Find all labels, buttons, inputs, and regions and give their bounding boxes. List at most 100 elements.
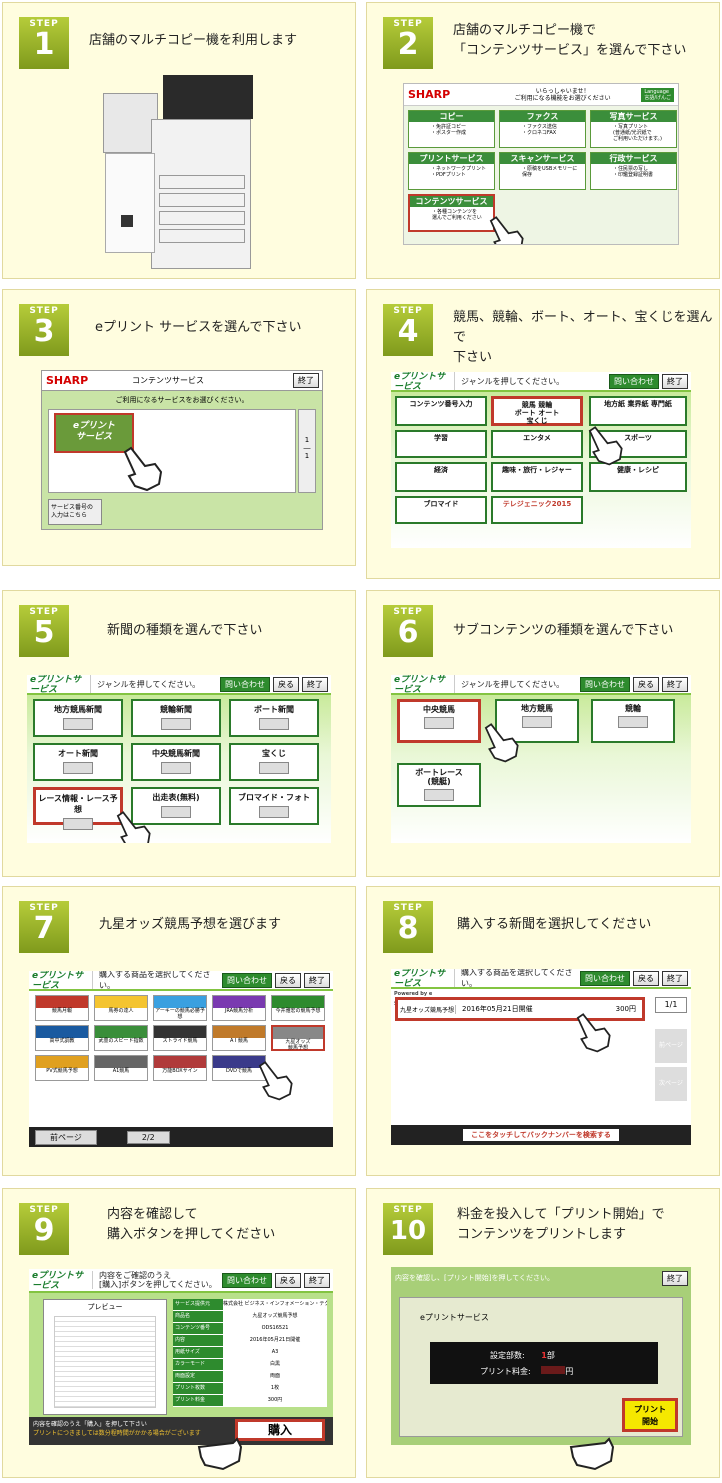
detail-row: カラーモード白黒 (173, 1359, 327, 1371)
scrollbar[interactable]: 1 ― 1 (298, 409, 316, 493)
next-page-button[interactable]: 次ページ (655, 1067, 687, 1101)
pointing-hand-icon (258, 1061, 293, 1101)
back-number-search-button[interactable]: ここをタッチしてバックナンバーを検索する (463, 1129, 619, 1141)
product-tile[interactable]: ストライド競馬 (153, 1025, 207, 1051)
inquiry-button[interactable]: 問い合わせ (609, 373, 659, 389)
print-start-screen: 内容を確認し、[プリント開始]を押してください。 終了 eプリントサービス 設定… (391, 1267, 691, 1445)
newspaper-icon (63, 818, 93, 830)
genre-tile[interactable]: 競馬 競輪 ボート オート 宝くじ (491, 396, 583, 426)
product-tile[interactable]: アーキーの競馬必勝予想 (153, 995, 207, 1021)
step-instruction: サブコンテンツの種類を選んで下さい (453, 623, 674, 638)
newspaper-tile[interactable]: 宝くじ (229, 743, 319, 781)
end-button[interactable]: 終了 (662, 373, 688, 389)
inquiry-button[interactable]: 問い合わせ (222, 972, 272, 988)
inquiry-button[interactable]: 問い合わせ (580, 970, 630, 986)
newspaper-item[interactable]: 九星オッズ競馬予想 2016年05月21日開催 300円 (395, 997, 645, 1021)
newspaper-icon (161, 762, 191, 774)
product-tile[interactable]: A1競馬 (94, 1055, 148, 1081)
language-button[interactable]: Language 言語/げんご (641, 87, 674, 102)
inquiry-button[interactable]: 問い合わせ (220, 676, 270, 692)
end-button[interactable]: 終了 (302, 676, 328, 692)
end-button[interactable]: 終了 (293, 373, 319, 388)
step-instruction: 料金を投入して「プリント開始」で コンテンツをプリントします (457, 1207, 665, 1242)
inquiry-button[interactable]: 問い合わせ (580, 676, 630, 692)
eprint-service-tile[interactable]: eプリント サービス (54, 413, 134, 453)
back-button[interactable]: 戻る (275, 972, 301, 988)
genre-tile[interactable]: 趣味・旅行・レジャー (491, 462, 583, 492)
newspaper-icon (259, 762, 289, 774)
genre-tile[interactable]: テレジェニック2015 (491, 496, 583, 524)
buy-button[interactable]: 購入 (235, 1419, 325, 1441)
product-tile[interactable]: PV式競馬予想 (35, 1055, 89, 1081)
newspaper-tile[interactable]: オート新聞 (33, 743, 123, 781)
product-tile[interactable]: 今井雅宏の競馬予想 (271, 995, 325, 1021)
newspaper-tile[interactable]: ブロマイド・フォト (229, 787, 319, 825)
step-instruction: 内容を確認して 購入ボタンを押してください (107, 1207, 276, 1242)
back-button[interactable]: 戻る (633, 676, 659, 692)
menu-tile[interactable]: プリントサービス・ネットワークプリント ・PDFプリント (408, 152, 495, 190)
product-tile[interactable]: 九星オッズ 競馬予想 (271, 1025, 325, 1051)
genre-tile[interactable]: 学習 (395, 430, 487, 458)
product-tile[interactable]: 万能BOXサイン (153, 1055, 207, 1081)
genre-tile[interactable]: エンタメ (491, 430, 583, 458)
pointing-hand-icon (569, 1437, 615, 1471)
menu-tile[interactable]: 行政サービス・住民票の写し ・印鑑登録証明書 (590, 152, 677, 190)
menu-tile[interactable]: ファクス・ファクス送信 ・クロネコFAX (499, 110, 586, 148)
product-tile[interactable]: JRA競馬分析 (212, 995, 266, 1021)
pointing-hand-icon (484, 723, 519, 763)
product-tile[interactable]: 競馬月報 (35, 995, 89, 1021)
copier-menu-screen: SHARP いらっしゃいませ！ ご利用になる機能をお選びください Languag… (403, 83, 679, 245)
menu-tile[interactable]: コンテンツサービス・各種コンテンツを 選んでご利用ください (408, 194, 495, 232)
newspaper-tile[interactable]: 出走表(無料) (131, 787, 221, 825)
newspaper-tile[interactable]: 中央競馬新聞 (131, 743, 221, 781)
sub-content-tile[interactable]: 地方競馬 (495, 699, 579, 743)
product-tile[interactable]: 武豊のスピード指数 (94, 1025, 148, 1051)
step-instruction: 競馬、競輪、ボート、オート、宝くじを選んで 下さい (453, 310, 713, 365)
sub-content-tile[interactable]: ボートレース (競艇) (397, 763, 481, 807)
newspaper-tile[interactable]: 競輪新聞 (131, 699, 221, 737)
pointing-hand-icon (588, 426, 623, 466)
genre-tile[interactable]: 経済 (395, 462, 487, 492)
product-tile[interactable]: DVDで競馬 (212, 1055, 266, 1081)
step-instruction: 店舗のマルチコピー機を利用します (89, 33, 298, 48)
menu-tile[interactable]: コピー・免許証コピー ・ポスター作成 (408, 110, 495, 148)
end-button[interactable]: 終了 (662, 676, 688, 692)
newspaper-tile[interactable]: ボート新聞 (229, 699, 319, 737)
sub-content-tile[interactable]: 競輪 (591, 699, 675, 743)
end-button[interactable]: 終了 (304, 972, 330, 988)
newspaper-icon (161, 806, 191, 818)
back-button[interactable]: 戻る (633, 970, 659, 986)
newspaper-tile[interactable]: 地方競馬新聞 (33, 699, 123, 737)
inquiry-button[interactable]: 問い合わせ (222, 1272, 272, 1288)
detail-row: 両面設定両面 (173, 1371, 327, 1383)
back-button[interactable]: 戻る (275, 1272, 301, 1288)
pointing-hand-icon (489, 216, 524, 244)
service-number-button[interactable]: サービス番号の 入力はこちら (48, 499, 102, 525)
print-start-button[interactable]: プリント 開始 (622, 1398, 678, 1432)
sub-content-tile[interactable]: 中央競馬 (397, 699, 481, 743)
genre-tile[interactable]: コンテンツ番号入力 (395, 396, 487, 426)
menu-tile[interactable]: 写真サービス・写真プリント (普通紙/光沢紙で ご利用いただけます。) (590, 110, 677, 148)
menu-tile[interactable]: スキャンサービス・原稿をUSBメモリーに 保存 (499, 152, 586, 190)
product-tile[interactable]: 馬券の達人 (94, 995, 148, 1021)
genre-tile[interactable]: ブロマイド (395, 496, 487, 524)
back-button[interactable]: 戻る (273, 676, 299, 692)
product-tile[interactable]: 高中式調教 (35, 1025, 89, 1051)
genre-tile[interactable]: 地方紙 業界紙 専門紙 (589, 396, 687, 426)
prev-page-button[interactable]: 前ページ (35, 1129, 97, 1145)
end-button[interactable]: 終了 (304, 1272, 330, 1288)
step-instruction: eプリント サービスを選んで下さい (95, 320, 302, 335)
end-button[interactable]: 終了 (662, 1270, 688, 1286)
newspaper-tile[interactable]: レース情報・レース予想 (33, 787, 123, 830)
product-tile[interactable]: A I 競馬 (212, 1025, 266, 1051)
genre-tile[interactable]: 健康・レシピ (589, 462, 687, 492)
prev-page-button[interactable]: 前ページ (655, 1029, 687, 1063)
end-button[interactable]: 終了 (662, 970, 688, 986)
